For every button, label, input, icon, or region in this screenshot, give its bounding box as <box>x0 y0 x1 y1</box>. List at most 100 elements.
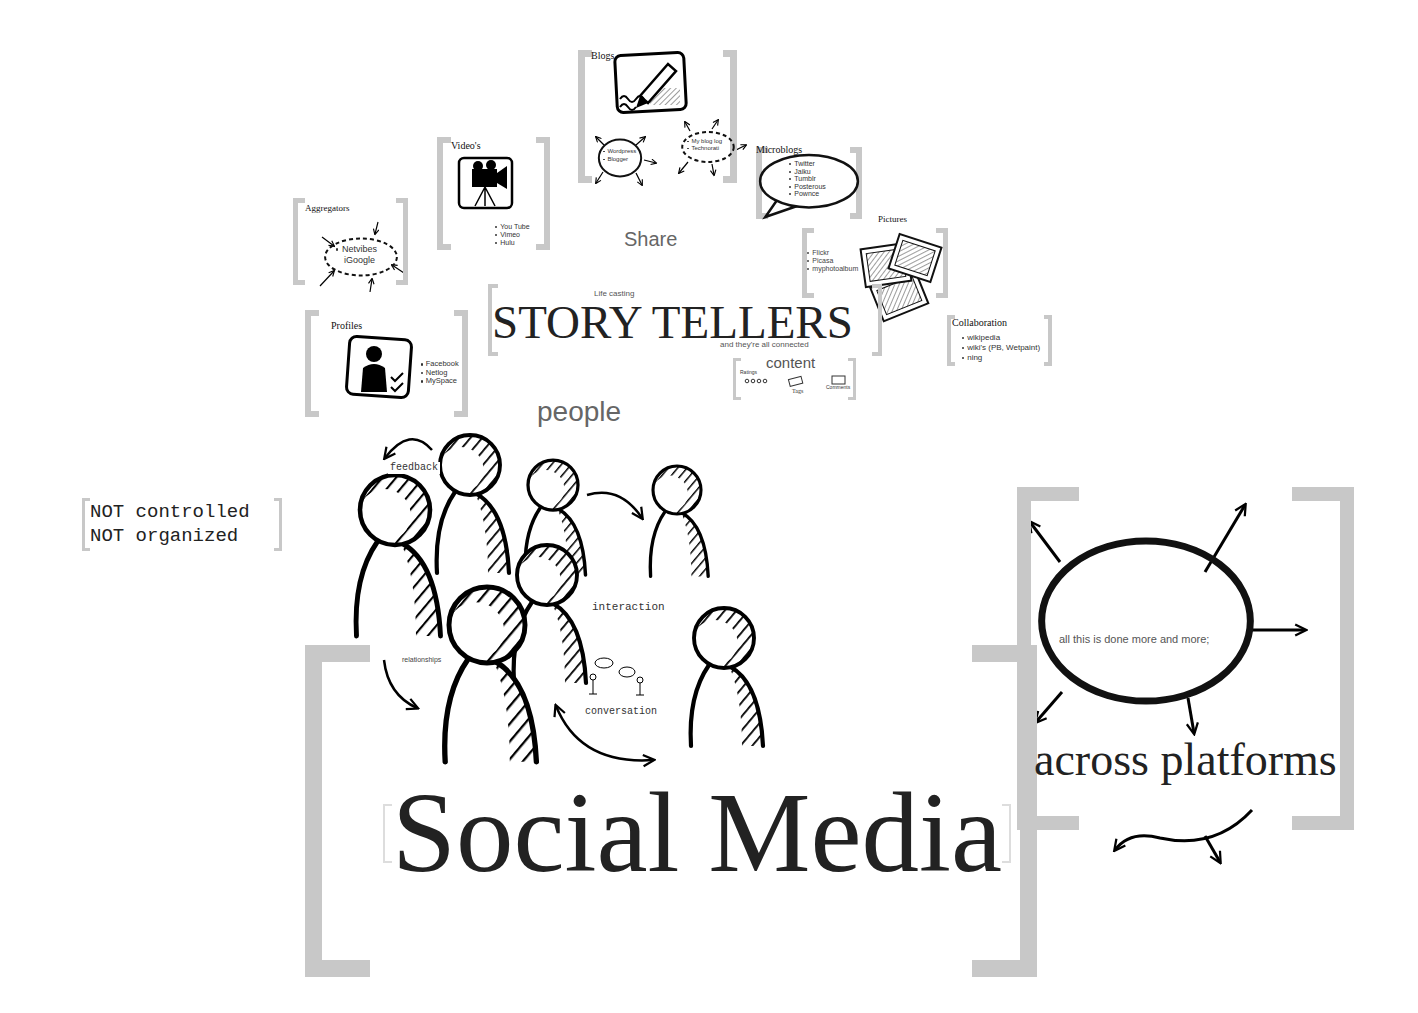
blog-circle-arrows <box>712 164 714 175</box>
aggregator-arrows <box>322 237 334 246</box>
circle-node: all this is done more and more; <box>1035 532 1257 710</box>
aggregator-arrows <box>392 265 404 273</box>
platform-arrows <box>1030 505 1305 862</box>
profile-icon <box>361 364 387 392</box>
bracket-frame: NOT controlled NOT organized <box>82 498 282 551</box>
aggregator-arrows <box>320 222 404 292</box>
node-text: iGoogle <box>344 255 375 265</box>
frame-bracket <box>536 137 550 250</box>
node-outline <box>1035 532 1257 710</box>
speech-bubble: TwitterJaikuTumblrPosterousPownce <box>757 153 861 217</box>
node-text: Profiles <box>331 320 362 332</box>
node-text: Flickr <box>806 249 829 257</box>
node-text: Hulu <box>494 239 515 247</box>
blog-icon <box>615 52 687 113</box>
platform-arrows <box>1030 522 1060 562</box>
frame-bracket <box>82 498 90 551</box>
node-ellipse <box>325 239 397 276</box>
content-icons <box>832 376 845 384</box>
bracket-frame: Collaborationwikipediawiki's (PB, Wetpai… <box>947 315 1052 366</box>
node-text: Netlog <box>419 369 447 378</box>
frame-bracket <box>578 50 592 183</box>
blog-circle-arrows <box>636 137 645 145</box>
bracket-frame: Life castingSTORY TELLERSand they're all… <box>488 284 882 356</box>
aggregator-arrows <box>375 222 378 234</box>
node-text: Pictures <box>878 214 907 224</box>
node-text: Comments <box>826 385 850 391</box>
circle-node: WordpressBlogger <box>597 137 643 179</box>
node-text: MySpace <box>419 377 457 386</box>
node-text: Tumblr <box>788 175 816 183</box>
node-text: Tags <box>792 388 803 395</box>
video-camera-icon <box>475 187 495 206</box>
conversation-icon <box>590 674 596 680</box>
pictures-icon <box>889 234 942 282</box>
node-text: Picasa <box>806 257 833 265</box>
frame-bracket <box>802 228 814 298</box>
node-text: content <box>766 354 815 371</box>
node-text: Twitter <box>788 160 815 168</box>
node-text: wikipedia <box>960 333 1000 342</box>
profile-icon <box>366 346 382 362</box>
interaction-arrows <box>587 493 642 518</box>
conversation-icon <box>636 683 644 695</box>
node-text: Aggregators <box>305 203 350 213</box>
blog-circle-arrows <box>679 162 688 173</box>
node-text: and they're all connected <box>720 340 809 349</box>
profile-icon <box>346 336 412 398</box>
people-figures <box>437 435 509 573</box>
node-text: Posterous <box>788 183 826 191</box>
pictures-icon <box>895 240 935 275</box>
frame-bracket <box>305 645 370 977</box>
bracket-frame: Video'sYou TubeVimeoHulu <box>437 137 550 250</box>
bracket-frame: across platforms all this is done more an… <box>1017 487 1354 830</box>
text-label: feedback <box>388 462 440 474</box>
conversation-icon <box>589 658 644 695</box>
conversation-icon <box>595 658 613 668</box>
frame-bracket <box>305 310 319 417</box>
text-label: interaction <box>590 601 667 614</box>
content-icons <box>745 379 749 383</box>
node-text: all this is done more and more; <box>1059 633 1209 646</box>
text-label: conversation <box>583 706 659 718</box>
node-text: Collaboration <box>952 317 1007 329</box>
bracket-frame: contentRatingsTagsComments <box>733 358 856 400</box>
people-figures <box>691 608 763 746</box>
text-label: relationships <box>400 656 443 664</box>
circle-node: NetvibesiGoogle <box>322 236 400 278</box>
node-ellipse <box>1042 541 1251 701</box>
people-figures <box>650 466 708 576</box>
inner-bracket <box>384 805 392 862</box>
blog-circle-arrows <box>596 172 603 183</box>
node-text: NOT controlled NOT organized <box>90 500 270 548</box>
frame-bracket <box>437 137 451 250</box>
blog-circle-arrows <box>736 145 746 150</box>
node-text: Microblogs <box>756 144 802 156</box>
blog-circle-arrows <box>712 120 718 129</box>
video-camera-icon <box>472 169 497 187</box>
video-camera-icon <box>497 166 507 189</box>
node-ellipse <box>760 155 858 207</box>
video-camera-icon <box>459 158 512 208</box>
aggregator-arrows <box>370 279 372 292</box>
platform-arrows <box>1250 629 1305 632</box>
node-text: across platforms <box>1034 734 1337 787</box>
node-text: Video's <box>451 140 481 152</box>
node-text: Pownce <box>788 190 819 198</box>
blog-icon <box>620 96 644 102</box>
node-text: Facebook <box>419 360 459 369</box>
node-text: Ratings <box>740 370 757 376</box>
node-text: Blogs <box>591 50 614 62</box>
bracket-frame: MicroblogsTwitterJaikuTumblrPosterousPow… <box>756 147 862 219</box>
profile-icon <box>391 373 403 391</box>
blog-icon <box>620 104 636 110</box>
node-text: Jaiku <box>788 168 811 176</box>
interaction-arrows <box>385 439 432 458</box>
frame-bracket <box>396 198 408 285</box>
node-text: Vimeo <box>494 231 520 239</box>
text-label: people <box>535 396 623 428</box>
conversation-icon <box>589 680 597 694</box>
frame-bracket <box>936 228 948 298</box>
content-icons <box>763 379 767 383</box>
